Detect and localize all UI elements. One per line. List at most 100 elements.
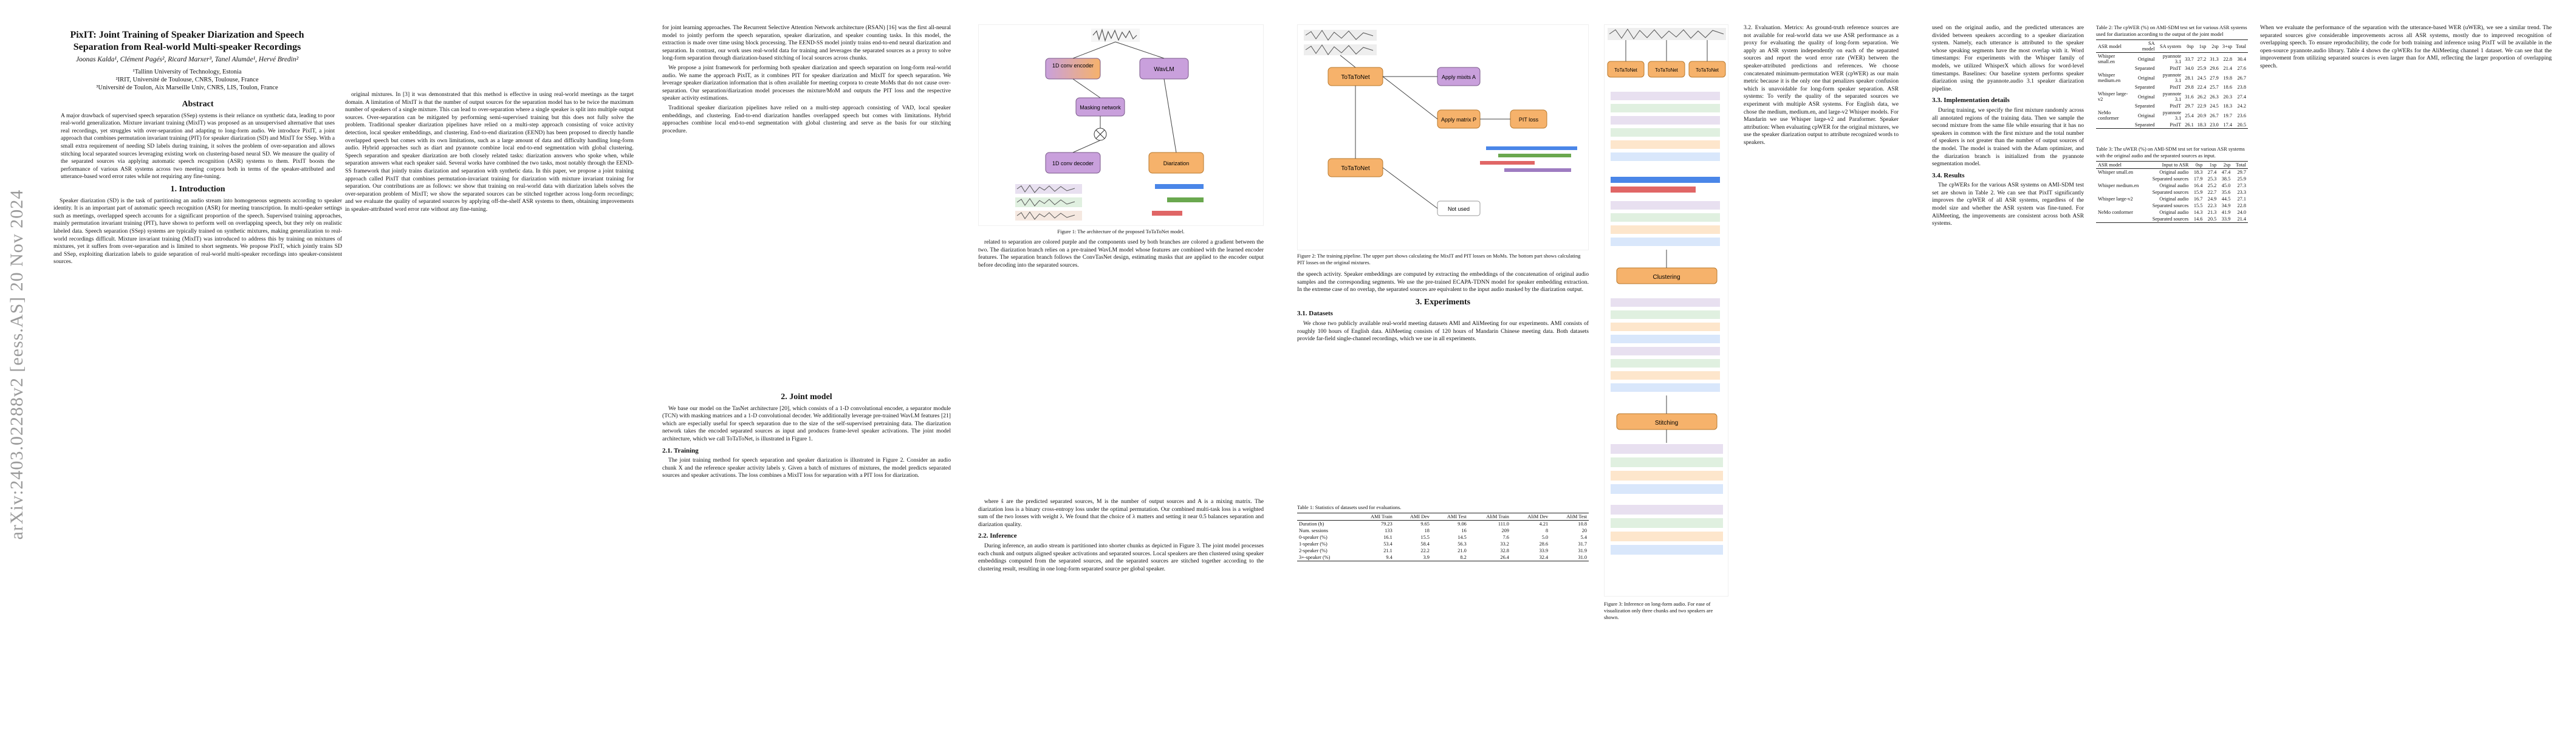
figure-3-caption: Figure 3: Inference on long-form audio. … — [1604, 601, 1713, 620]
table-header-cell — [1297, 513, 1354, 521]
table-cell: Original audio — [2159, 183, 2189, 188]
table-cell: 18.3 — [2223, 103, 2233, 109]
body-text: where ŝ are the predicted separated sour… — [978, 498, 1264, 528]
table-cell: 31.0 — [1550, 554, 1589, 561]
table-cell: 17.4 — [2220, 122, 2235, 129]
table-cell: NeMo conformer — [2098, 110, 2119, 121]
table-1: AMI Train AMI Dev AMI Test AliM Train Al… — [1297, 513, 1589, 561]
body-text: related to separation are colored purple… — [978, 239, 1264, 269]
table-cell: 21.0 — [1458, 548, 1467, 553]
table-cell: pyannote 3.1 — [2162, 91, 2182, 102]
table-cell — [2096, 176, 2146, 182]
table-cell: 26.3 — [2210, 94, 2219, 100]
body-text: We base our model on the TasNet architec… — [662, 405, 951, 442]
table-cell: 5.4 — [1580, 535, 1587, 540]
page1-left-column: Abstract A major drawback of supervised … — [53, 96, 342, 268]
table-cell: 20.3 — [2223, 94, 2233, 100]
diarization-label: Diarization — [1163, 160, 1190, 166]
table-3: ASR model Input to ASR 0sp 1sp 2sp Total… — [2096, 161, 2248, 223]
table-cell: Whisper large-v2 — [2098, 196, 2133, 202]
table-cell: 79.23 — [1381, 521, 1392, 527]
table-1-caption: Table 1: Statistics of datasets used for… — [1297, 504, 1402, 510]
table-cell: 0-speaker (%) — [1299, 535, 1327, 540]
totatonet-chunk-2-label: ToTaToNet — [1655, 67, 1679, 73]
table-cell: Whisper small.en — [2098, 53, 2115, 64]
paper-affiliations: ¹Tallinn University of Technology, Eston… — [53, 68, 321, 92]
page-2: for joint learning approaches. The Recur… — [662, 0, 1270, 729]
table-cell: PixIT — [2170, 103, 2182, 109]
table-cell: Original audio — [2159, 169, 2189, 175]
table-cell: 8.2 — [1431, 554, 1468, 561]
table-cell: PixIT — [2170, 66, 2182, 71]
table-cell: 26.7 — [2210, 112, 2219, 118]
page2-right-text: related to separation are colored purple… — [978, 239, 1264, 269]
table-cell: 41.9 — [2221, 210, 2231, 215]
table-cell: 22.2 — [1420, 548, 1430, 553]
table-cell: 14.3 — [2193, 210, 2203, 215]
table-cell: 15.5 — [1420, 535, 1430, 540]
page4-right-column: When we evaluate the performance of the … — [2260, 24, 2552, 72]
page3-left-column: ToTaToNet Apply mixits A Apply matrix P … — [1297, 24, 1589, 345]
body-text: Traditional speaker diarization pipeline… — [662, 104, 951, 134]
table-cell: 33.9 — [2218, 216, 2233, 223]
activation-bars — [1152, 184, 1204, 216]
totatonet-label: ToTaToNet — [1341, 74, 1369, 81]
table-cell: 38.5 — [2221, 176, 2231, 182]
table-header-cell: 1sp — [2204, 161, 2219, 169]
table-cell — [2096, 189, 2146, 196]
stitching-label: Stitching — [1655, 420, 1678, 426]
table-cell: 21.4 — [2223, 66, 2233, 71]
table-header-cell: 0sp — [2183, 39, 2196, 53]
section-3-heading: 3. Experiments — [1415, 297, 1471, 307]
table-cell: pyannote 3.1 — [2162, 53, 2182, 64]
table-cell: 27.2 — [2197, 56, 2207, 62]
table-cell: 45.0 — [2221, 183, 2231, 188]
clustered-sources — [1611, 298, 1720, 392]
table-cell: Separated sources — [2152, 203, 2189, 208]
table-cell: 28.6 — [1539, 541, 1549, 547]
figure-2-caption: Figure 2: The training pipeline. The upp… — [1297, 253, 1581, 265]
table-cell — [2096, 202, 2146, 209]
table-cell: 27.1 — [2237, 196, 2246, 202]
body-text: We chose two publicly available real-wor… — [1297, 320, 1589, 343]
table-cell: 25.9 — [2237, 176, 2246, 182]
table-cell: 3+-speaker (%) — [1297, 554, 1354, 561]
table-cell: 209 — [1501, 528, 1509, 533]
affiliation: ³Université de Toulon, Aix Marseille Uni… — [96, 84, 278, 91]
page3-right-column: 3.2. Evaluation. Metrics: As ground-trut… — [1744, 24, 1899, 149]
separated-waveforms — [1015, 184, 1082, 221]
figure-3-caption-wrap: Figure 3: Inference on long-form audio. … — [1604, 598, 1728, 621]
page1-right-column: original mixtures. In [3] it was demonst… — [345, 91, 634, 216]
page2-left-column: for joint learning approaches. The Recur… — [662, 24, 951, 137]
table-cell: Separated — [2132, 122, 2157, 129]
page2-right-column: 1D conv encoder WavLM Masking network 1D… — [978, 24, 1264, 271]
arxiv-identifier: arXiv:2403.02288v2 [eess.AS] 20 Nov 2024 — [4, 0, 30, 729]
table-cell: Whisper small.en — [2098, 169, 2134, 175]
subsection-2-1-heading: 2.1. Training — [662, 447, 699, 454]
table-cell: 9.65 — [1420, 521, 1430, 527]
table-cell: 26.2 — [2197, 94, 2207, 100]
pit-loss-label: PIT loss — [1519, 117, 1539, 123]
masking-label: Masking network — [1080, 104, 1121, 111]
table-cell: 18.3 — [2195, 122, 2208, 129]
table-cell: 23.0 — [2208, 122, 2221, 129]
table-cell: 21.3 — [2207, 210, 2217, 215]
table-header-cell: 2sp — [2208, 39, 2221, 53]
table-cell: 22.4 — [2197, 84, 2207, 90]
long-form-input — [1608, 28, 1726, 40]
local-sources — [1611, 92, 1720, 246]
table-cell: 24.0 — [2237, 210, 2246, 215]
table-cell: 33.9 — [1539, 548, 1549, 553]
table-cell: 20 — [1581, 528, 1587, 533]
table-header-cell: 3+sp — [2220, 39, 2235, 53]
table-cell: 44.5 — [2221, 196, 2231, 202]
table-header-cell: ASR model — [2096, 161, 2146, 169]
table-header-cell: AliM Dev — [1510, 513, 1550, 521]
apply-matrix-label: Apply matrix P — [1441, 117, 1476, 123]
